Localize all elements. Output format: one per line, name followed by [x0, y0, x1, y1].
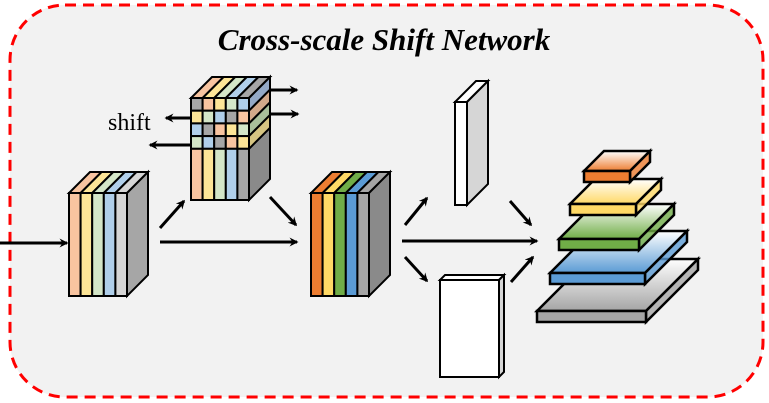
- shifted-grid-cell: [236, 97, 250, 112]
- block-front-slice: [91, 192, 105, 297]
- block-front-slice: [213, 147, 227, 202]
- block-front-slice: [356, 192, 370, 297]
- shifted-side-row: [248, 112, 271, 152]
- shifted-grid-cell: [213, 122, 227, 138]
- thin-vector-to-pyramid-arrow: [508, 200, 533, 227]
- block-front-slice: [79, 192, 94, 297]
- block-front-slice: [102, 192, 117, 297]
- pyramid-layer-front: [557, 237, 641, 252]
- shifted-grid-cell: [224, 122, 239, 138]
- fused-feature-block: [308, 169, 393, 299]
- pyramid-layer-front: [568, 202, 638, 217]
- feature-blocks-group: [66, 74, 393, 299]
- wide-vector-to-pyramid-arrow: [509, 255, 535, 283]
- shifted-grid-cell: [190, 97, 204, 112]
- pyramid-layer-yellow: [566, 175, 665, 219]
- pyramid-layer-front: [548, 271, 647, 286]
- shifted-grid-cell: [190, 109, 204, 125]
- shifted-grid-cell: [201, 97, 216, 112]
- block-front-slice: [344, 192, 359, 297]
- pyramid-layer-front: [535, 309, 648, 324]
- diagram-title: Cross-scale Shift Network: [218, 22, 551, 57]
- input-feature-block: [66, 169, 151, 299]
- shifted-grid-cell: [213, 135, 227, 150]
- shifted-grid-cell: [224, 97, 239, 112]
- shifted-grid-cell: [213, 109, 227, 125]
- shifted-grid-cell: [213, 97, 227, 112]
- pooled-vectors-group: [437, 78, 507, 380]
- vector-front-face: [439, 279, 500, 378]
- block-front-slice: [333, 192, 347, 297]
- block-side-face: [126, 169, 149, 299]
- block-front-slice: [68, 192, 82, 297]
- to-wide-vector-arrow: [403, 255, 429, 283]
- shifted-grid-cell: [236, 109, 250, 125]
- feature-pyramid: [533, 147, 702, 326]
- vector-front-face: [454, 101, 468, 206]
- block-side-face: [368, 169, 391, 299]
- thin-vector: [452, 78, 491, 208]
- shifted-grid-cell: [201, 122, 216, 138]
- shifted-grid-cell: [224, 135, 239, 150]
- pyramid-layer-front: [582, 169, 632, 184]
- from-shift-arrow: [268, 195, 298, 227]
- block-front-slice: [114, 192, 129, 297]
- block-front-slice: [321, 192, 336, 297]
- block-front-slice: [310, 192, 324, 297]
- to-shift-arrow: [158, 199, 186, 229]
- pyramid-layer-orange: [580, 147, 654, 186]
- shift-label: shift: [108, 110, 151, 136]
- shifted-grid-cell: [190, 135, 204, 150]
- shifted-feature-block: [188, 74, 273, 203]
- shifted-grid-cell: [236, 135, 250, 150]
- shifted-grid-cell: [236, 122, 250, 138]
- shifted-grid-cell: [201, 135, 216, 150]
- shifted-grid-cell: [190, 122, 204, 138]
- block-front-slice: [224, 147, 239, 202]
- to-thin-vector-arrow: [403, 196, 429, 226]
- block-front-slice: [236, 147, 250, 202]
- block-front-slice: [201, 147, 216, 202]
- arrows-group: [0, 85, 539, 283]
- vector-side-face: [466, 78, 489, 208]
- block-front-slice: [190, 147, 204, 202]
- shifted-grid-cell: [201, 109, 216, 125]
- shifted-grid-cell: [224, 109, 239, 125]
- wide-vector: [437, 272, 507, 380]
